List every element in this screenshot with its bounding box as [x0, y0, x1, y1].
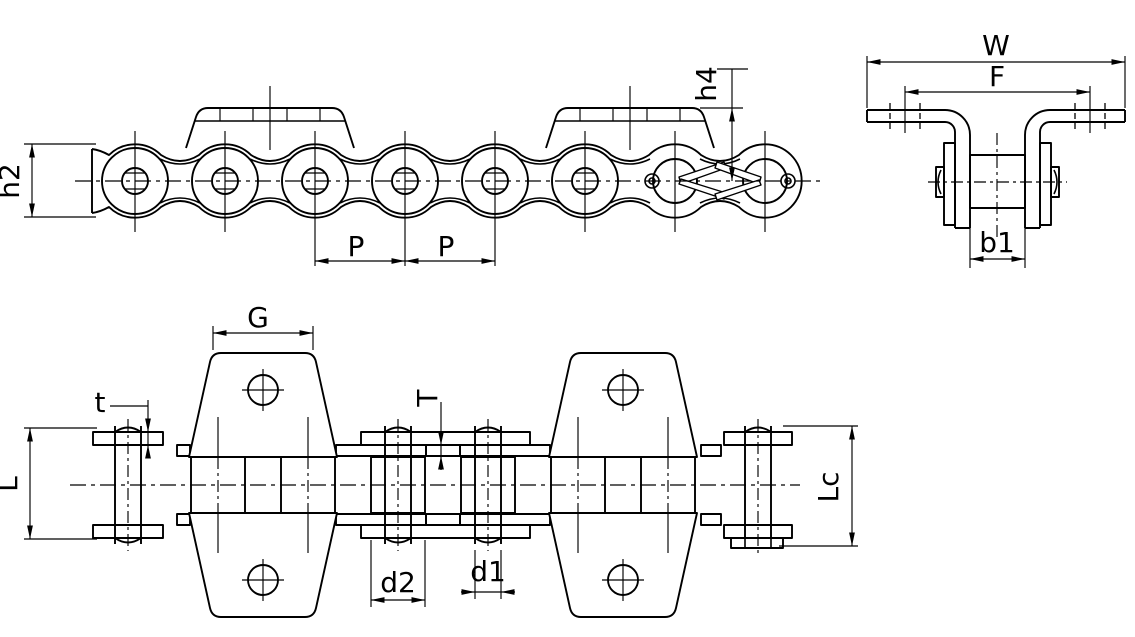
dim-t: t	[95, 386, 151, 459]
dim-label-b1: b1	[979, 226, 1015, 259]
dim-h4: h4	[690, 66, 748, 181]
dim-g: G	[212, 301, 314, 350]
plan-view: G t T L Lc	[0, 301, 858, 618]
dim-label-t: t	[95, 386, 106, 419]
dim-label-w: W	[982, 29, 1010, 62]
dim-w: W	[866, 29, 1126, 108]
attachment-holes	[242, 369, 644, 601]
dim-label-t-inner: T	[411, 389, 444, 408]
end-view: W F b1	[866, 29, 1126, 268]
attachment-hole-hidden-lines	[889, 103, 1106, 129]
dim-label-d1: d1	[470, 555, 506, 588]
dim-h2: h2	[0, 143, 96, 218]
dim-f: F	[904, 60, 1091, 133]
dim-label-p2: P	[438, 230, 455, 263]
dim-t-inner: T	[411, 389, 450, 470]
dim-label-h2: h2	[0, 163, 26, 199]
dim-b1: b1	[969, 212, 1026, 268]
dim-label-d2: d2	[380, 566, 416, 599]
dim-d1: d1	[461, 550, 515, 599]
pin-assembly	[928, 133, 1067, 240]
attachment-plate-side	[185, 86, 715, 150]
attachment-wings	[188, 352, 698, 618]
dim-label-l: L	[0, 476, 24, 492]
dim-label-p1: P	[348, 230, 365, 263]
dim-label-f: F	[989, 60, 1005, 93]
dim-label-h4: h4	[690, 66, 723, 102]
dim-lc: Lc	[779, 425, 858, 547]
dim-label-lc: Lc	[812, 472, 845, 503]
dim-l: L	[0, 427, 97, 540]
dim-d2: d2	[370, 540, 426, 607]
dim-label-g: G	[247, 301, 269, 334]
side-view: h2 P P h4	[0, 66, 820, 266]
dim-p: P P	[315, 230, 495, 264]
cotter-washer	[730, 537, 784, 549]
cotter-pin	[714, 179, 762, 201]
